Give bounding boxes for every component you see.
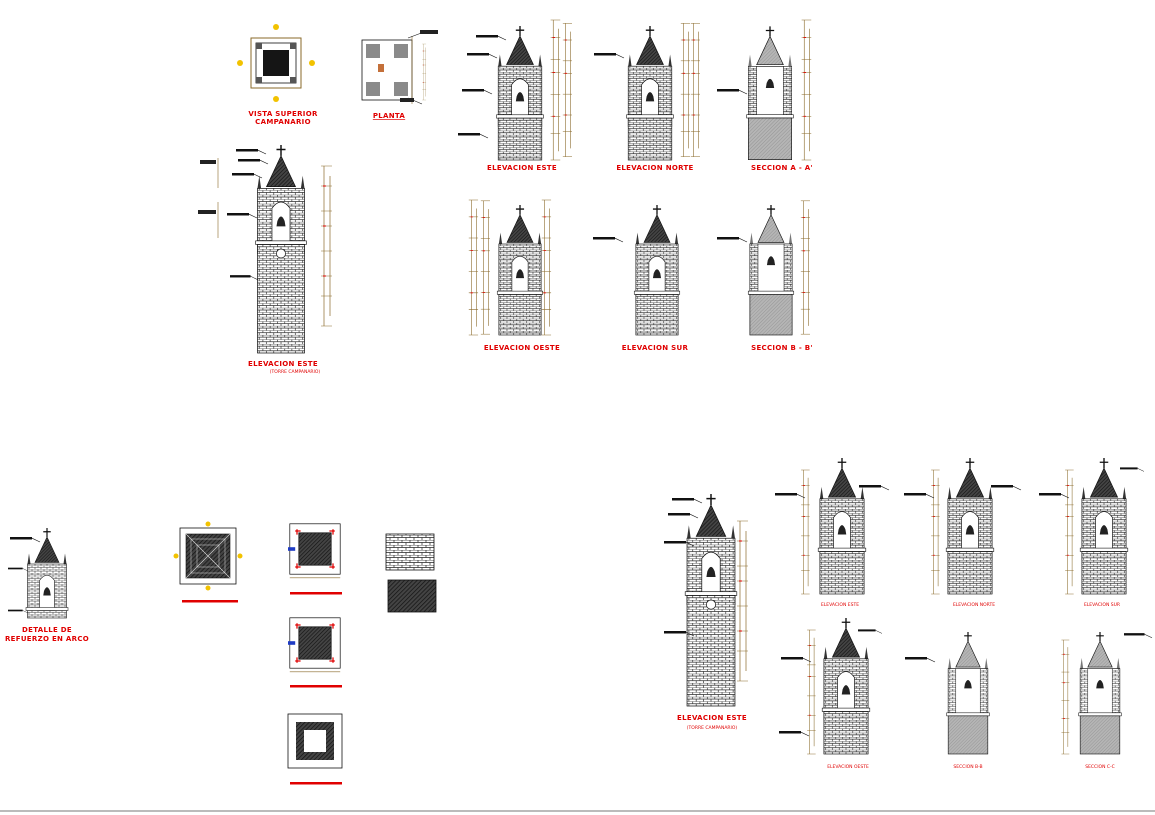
tower-east-title: ELEVACION ESTE (248, 360, 318, 368)
plan-view (361, 30, 438, 105)
plan-title: PLANTA (373, 112, 406, 120)
tower-east-2-subtitle: (TORRE CAMPANARIO) (687, 725, 738, 731)
lower-section-2-title: SECCION C-C (1085, 764, 1115, 770)
elev-south-top-title: ELEVACION SUR (622, 344, 689, 352)
tower-east-elevation (198, 145, 333, 353)
top-elevations (457, 19, 812, 336)
tower-east-subtitle: (TORRE CAMPANARIO) (270, 369, 321, 375)
lower-section-1-title: SECCION B-B (953, 764, 982, 770)
lower-elev-east-title: ELEVACION ESTE (821, 602, 859, 608)
section-aa-title: SECCION A - A' (751, 164, 813, 172)
section-bb-title: SECCION B - B' (751, 344, 813, 352)
section-details (173, 521, 437, 785)
top-view-title-1: VISTA SUPERIOR (248, 110, 318, 118)
lower-tower (663, 494, 749, 706)
lower-elev-north-title: ELEVACION NORTE (953, 602, 995, 608)
arch-detail-title-1: DETALLE DE (22, 626, 72, 634)
elev-north-top-title: ELEVACION NORTE (616, 164, 693, 172)
top-view-campanario (237, 24, 315, 102)
elev-east-top-title: ELEVACION ESTE (487, 164, 557, 172)
drawing-titles: VISTA SUPERIOR CAMPANARIO PLANTA ELEVACI… (5, 110, 1120, 770)
arch-reinforcement-detail (7, 527, 69, 619)
top-view-title-2: CAMPANARIO (255, 118, 311, 126)
tower-east-2-title: ELEVACION ESTE (677, 714, 747, 722)
elev-west-top-title: ELEVACION OESTE (484, 344, 560, 352)
arch-detail-title-2: REFUERZO EN ARCO (5, 635, 89, 643)
lower-elev-south-title: ELEVACION SUR (1084, 602, 1120, 608)
drawing-content (0, 19, 1155, 812)
lower-elev-west-title: ELEVACION OESTE (827, 764, 869, 770)
